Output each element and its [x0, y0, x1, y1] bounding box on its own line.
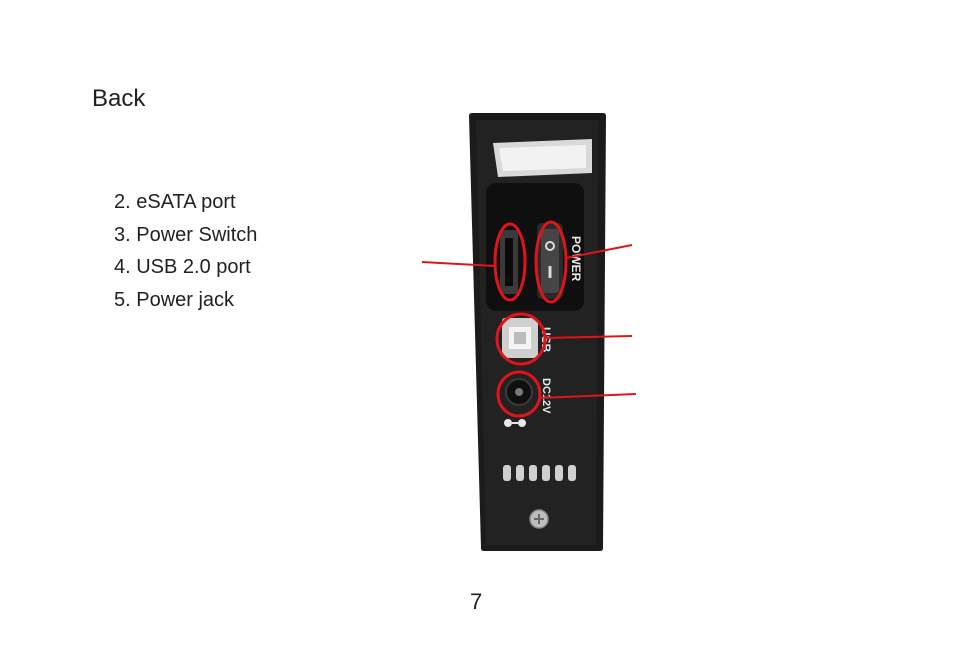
page-title: Back — [92, 85, 146, 112]
callouts — [493, 220, 568, 418]
dc-label: DC12V — [540, 378, 552, 414]
leader-lines — [421, 244, 637, 399]
vent-slots — [503, 465, 576, 481]
callout-usb — [495, 312, 547, 366]
callout-power-switch — [534, 220, 568, 304]
port-list: 2. eSATA port 3. Power Switch 4. USB 2.0… — [114, 186, 257, 316]
list-item: 4. USB 2.0 port — [114, 256, 251, 278]
power-label: POWER — [569, 236, 583, 282]
callout-power-jack — [496, 370, 542, 418]
device-back-photo: POWER USB DC12V — [421, 113, 637, 551]
list-item: 3. Power Switch — [114, 223, 258, 246]
callout-esata — [493, 222, 527, 302]
list-item: 2. eSATA port — [114, 191, 236, 213]
page-number: 7 — [470, 589, 483, 614]
list-item: 5. Power jack — [114, 288, 235, 311]
